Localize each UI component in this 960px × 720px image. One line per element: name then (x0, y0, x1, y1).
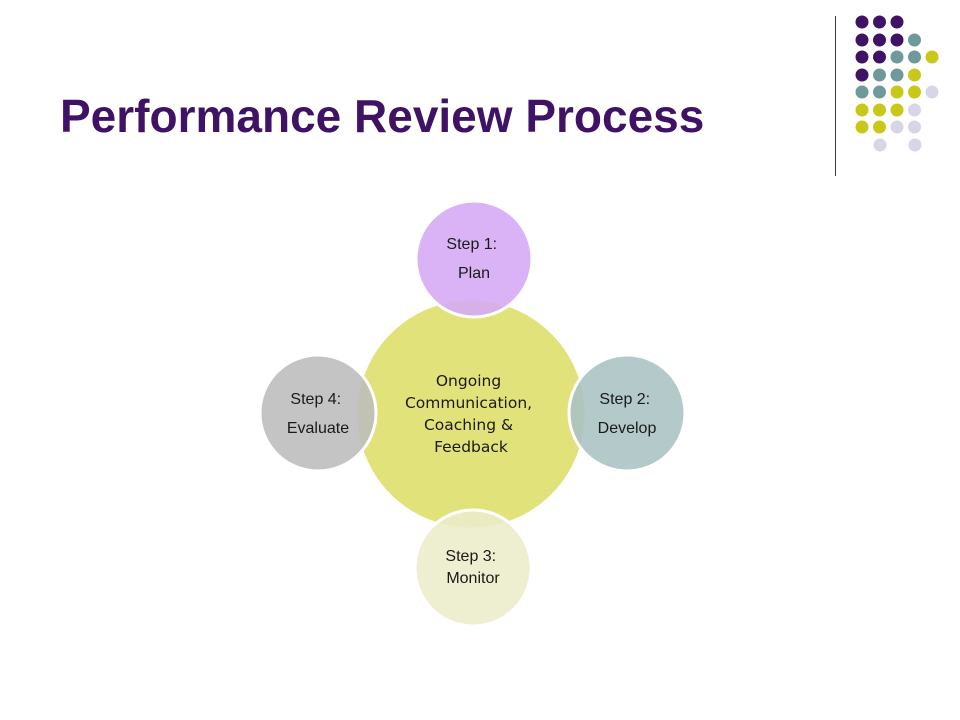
step-1-label-line-1: Step 1: (446, 236, 497, 253)
decorative-dot (925, 85, 939, 99)
decorative-dot (873, 33, 886, 47)
decorative-dot (873, 103, 886, 117)
hub-label-line-3: Coaching & (424, 416, 513, 434)
decorative-dot (855, 120, 869, 134)
step-1-label-line-2: Plan (458, 265, 490, 282)
decorative-dot (855, 15, 869, 29)
step-4-circle (258, 353, 378, 473)
step-2-node: Step 2: Develop (567, 353, 687, 473)
slide-title: Performance Review Process (60, 90, 705, 142)
decorative-dot (925, 50, 939, 64)
decorative-dot (908, 85, 921, 99)
decorative-dot (855, 33, 869, 47)
decorative-dot (890, 15, 904, 29)
step-2-label-line-1: Step 2: (599, 391, 650, 408)
step-3-label-line-1: Step 3: (445, 548, 496, 565)
step-1-label: Step 1: Plan (446, 236, 501, 282)
title-divider-line (835, 16, 836, 176)
step-4-label-line-2: Evaluate (287, 420, 349, 437)
step-3-label: Step 3: Monitor (445, 548, 500, 587)
step-1-circle (414, 199, 534, 319)
hub-label-line-4: Feedback (434, 438, 508, 456)
step-3-circle (413, 508, 533, 628)
decorative-dot (890, 103, 904, 117)
decorative-dot (890, 68, 904, 82)
decorative-dot (873, 50, 886, 64)
decorative-dot (890, 33, 904, 47)
decorative-dot (855, 68, 869, 82)
decorative-dot (855, 50, 869, 64)
step-2-label: Step 2: Develop (598, 391, 657, 437)
step-4-label-line-1: Step 4: (290, 391, 341, 408)
decorative-dot (890, 50, 904, 64)
hub-label-line-1: Ongoing (436, 372, 501, 390)
step-4-node: Step 4: Evaluate (258, 353, 378, 473)
step-3-node: Step 3: Monitor (413, 508, 533, 628)
center-hub: Ongoing Communication, Coaching & Feedba… (354, 297, 588, 531)
decorative-dot (908, 68, 921, 82)
hub-circle (354, 297, 588, 531)
decorative-dot-grid (855, 15, 939, 152)
step-2-circle (567, 353, 687, 473)
decorative-dot (890, 120, 904, 134)
decorative-dot (890, 85, 904, 99)
decorative-dot (908, 33, 921, 47)
decorative-dot (908, 103, 921, 117)
hub-label: Ongoing Communication, Coaching & Feedba… (405, 372, 537, 456)
decorative-dot (873, 138, 887, 152)
step-3-label-line-2: Monitor (446, 570, 500, 587)
decorative-dot (908, 138, 922, 152)
decorative-dot (873, 120, 886, 134)
decorative-dot (873, 15, 886, 29)
step-1-node: Step 1: Plan (414, 199, 534, 319)
step-4-label: Step 4: Evaluate (287, 391, 349, 437)
decorative-dot (908, 120, 921, 134)
decorative-dot (908, 50, 921, 64)
decorative-dot (873, 85, 886, 99)
step-2-label-line-2: Develop (598, 420, 657, 437)
decorative-dot (873, 68, 886, 82)
decorative-dot (855, 103, 869, 117)
decorative-dot (855, 85, 869, 99)
hub-label-line-2: Communication, (405, 394, 532, 412)
